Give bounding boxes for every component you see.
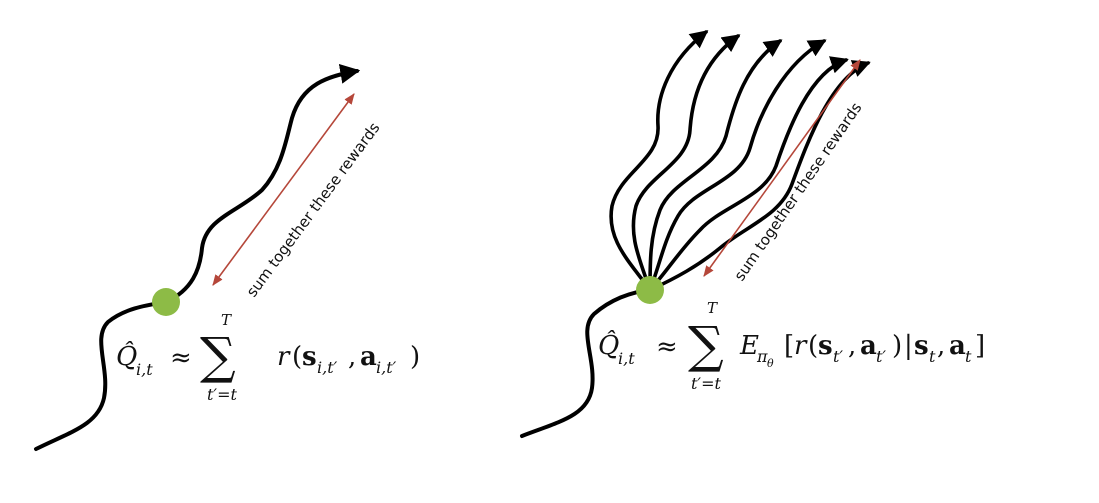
right-formula-open-paren: (: [808, 331, 818, 361]
right-formula-approx: ≈: [656, 332, 678, 362]
left-formula-sum-sign: ∑: [200, 327, 236, 385]
left-formula-open-paren: (: [292, 342, 302, 372]
right-trajectory-past: [520, 288, 652, 438]
right-formula-given-a: a: [949, 331, 966, 361]
left-formula-a: a: [360, 342, 377, 372]
right-trajectory-branch-1: [609, 30, 709, 292]
left-formula-a-subscript: i,t′: [376, 358, 397, 377]
right-trajectory-branch-2: [631, 34, 741, 292]
right-formula-expectation: E: [739, 331, 759, 361]
right-formula-s: s: [818, 331, 833, 361]
right-formula: Q̂ i,t ≈ T ∑ t′=t E π θ [ r ( s t′ , a t…: [598, 299, 985, 393]
right-formula-a-subscript: t′: [876, 347, 886, 366]
left-formula-q-hat: Q̂: [116, 341, 137, 372]
right-formula-sum-sign: ∑: [688, 316, 724, 374]
right-formula-given-a-subscript: t: [965, 347, 972, 366]
left-formula-close-paren: ): [410, 342, 420, 372]
right-formula-given-bar: |: [904, 331, 913, 361]
right-formula-comma-2: ,: [937, 331, 945, 361]
left-formula-s-subscript: i,t′: [317, 358, 338, 377]
left-panel: sum together these rewards Q̂ i,t ≈ T ∑ …: [34, 63, 420, 451]
right-formula-sum-upper: T: [707, 299, 718, 317]
right-formula-close-paren: ): [892, 331, 902, 361]
right-formula-given-s: s: [914, 331, 929, 361]
left-sum-range-arrow: [212, 93, 355, 286]
right-formula-pi: π: [756, 347, 768, 366]
right-formula-q-subscript: i,t: [618, 349, 635, 368]
left-trajectory-past: [34, 300, 168, 451]
left-formula-r: r: [277, 342, 291, 372]
left-formula: Q̂ i,t ≈ T ∑ t′=t r ( s i,t′ , a i,t′ ): [116, 311, 420, 404]
right-formula-given-s-subscript: t: [929, 347, 936, 366]
right-formula-q-hat: Q̂: [598, 330, 619, 361]
right-annotation: sum together these rewards: [730, 99, 865, 284]
right-formula-close-bracket: ]: [975, 331, 985, 361]
right-formula-s-subscript: t′: [833, 347, 843, 366]
left-formula-approx: ≈: [170, 343, 192, 373]
right-formula-r: r: [794, 331, 808, 361]
left-annotation: sum together these rewards: [243, 119, 384, 300]
right-formula-sum-lower: t′=t: [691, 374, 721, 393]
left-formula-sum-upper: T: [221, 311, 232, 329]
right-formula-a: a: [860, 331, 877, 361]
right-sum-range-arrow: [703, 59, 861, 277]
left-formula-q-subscript: i,t: [136, 360, 153, 379]
right-formula-open-bracket: [: [784, 331, 794, 361]
right-formula-theta: θ: [767, 357, 774, 370]
left-state-marker: [152, 288, 180, 316]
right-formula-comma-1: ,: [848, 331, 856, 361]
left-formula-comma: ,: [348, 342, 356, 372]
right-state-marker: [636, 276, 664, 304]
right-panel: sum together these rewards Q̂ i,t ≈ T ∑ …: [520, 30, 985, 438]
left-formula-sum-lower: t′=t: [207, 385, 237, 404]
left-formula-s: s: [302, 342, 317, 372]
